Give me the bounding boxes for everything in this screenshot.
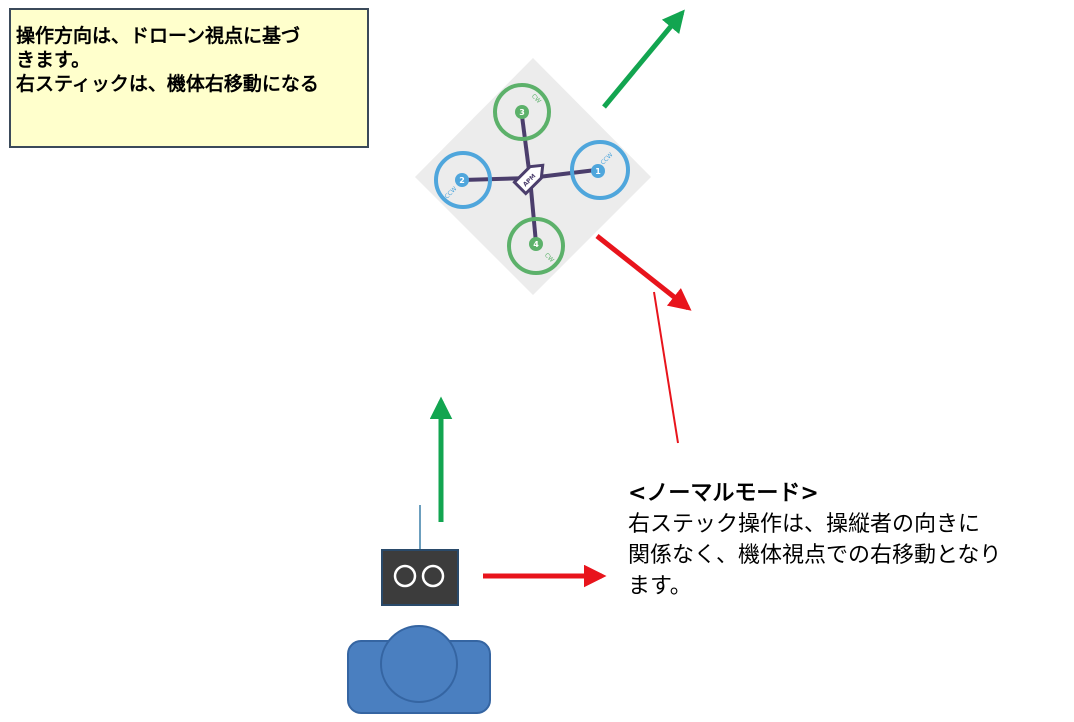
note-line-3: 右スティックは、機体右移動になる — [16, 73, 319, 95]
motor-2-hub — [455, 173, 469, 187]
motor-4-hub — [529, 237, 543, 251]
motor-1-ring — [570, 140, 630, 200]
motor-3-ring — [493, 83, 551, 141]
operator-head — [380, 625, 458, 703]
drone-right-arrow — [595, 234, 692, 311]
flight-controller-board — [512, 163, 545, 196]
motor-3: 3 CW — [493, 83, 551, 141]
motor-3-hub — [515, 105, 529, 119]
mode-title: <ノーマルモード> — [628, 481, 819, 506]
note-box: 操作方向は、ドローン視点に基づ きます。 右スティックは、機体右移動になる — [9, 8, 369, 148]
left-stick-icon — [393, 564, 417, 588]
connector-line — [653, 291, 679, 444]
motor-2-ring — [434, 151, 492, 209]
motor-2-number: 2 — [459, 176, 465, 185]
drone-image: 3 CW 1 CCW 4 CW 2 CCW APM — [415, 58, 651, 295]
mode-body-line-1: 右ステック操作は、操縦者の向きに — [628, 512, 981, 537]
note-line-1: 操作方向は、ドローン視点に基づ — [16, 25, 301, 47]
note-line-2: きます。 — [16, 49, 91, 71]
right-stick-icon — [421, 564, 445, 588]
normal-mode-description: <ノーマルモード> 右ステック操作は、操縦者の向きに 関係なく、機体視点での右移… — [628, 478, 1068, 602]
mode-body-line-2: 関係なく、機体視点での右移動となり — [628, 543, 1002, 568]
motor-4-ring — [507, 217, 565, 275]
drone-forward-arrow — [602, 9, 685, 109]
transmitter-body — [381, 549, 459, 606]
motor-1-hub — [591, 164, 605, 178]
mode-body-line-3: ます。 — [628, 574, 692, 599]
motor-4-number: 4 — [533, 240, 539, 249]
motor-3-number: 3 — [519, 108, 525, 117]
transmitter — [381, 505, 459, 606]
flight-controller: APM — [512, 163, 545, 196]
operator-figure — [347, 625, 491, 714]
motor-1-number: 1 — [595, 167, 601, 176]
